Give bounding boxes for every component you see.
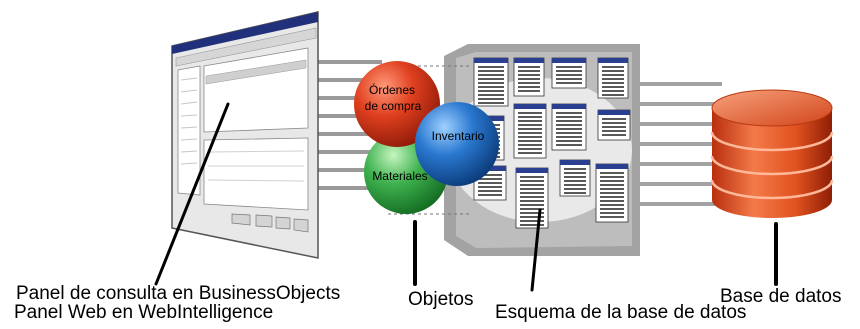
schema-table-header bbox=[560, 160, 590, 165]
database-caption: Base de datos bbox=[720, 286, 842, 307]
schema-table-header bbox=[552, 104, 586, 109]
database-icon bbox=[710, 89, 834, 218]
schema-table bbox=[559, 159, 591, 197]
schema-table-header bbox=[514, 58, 544, 63]
schema-table-header bbox=[598, 110, 630, 115]
inventario-label: Inventario bbox=[432, 129, 485, 143]
schema-table-header bbox=[598, 58, 628, 63]
schema-table bbox=[513, 57, 545, 97]
schema-table bbox=[513, 103, 547, 159]
schema-table bbox=[551, 103, 587, 151]
panel-caption-line1: Panel de consulta en BusinessObjects bbox=[16, 283, 341, 304]
schema-table-header bbox=[474, 58, 508, 63]
materiales-label: Materiales bbox=[372, 169, 427, 183]
schema-caption: Esquema de la base de datos bbox=[495, 302, 747, 323]
schema-table-header bbox=[596, 164, 628, 169]
ordenes-bubble bbox=[354, 61, 440, 147]
objects-caption: Objetos bbox=[408, 289, 474, 310]
schema-table bbox=[597, 57, 629, 99]
schema-table-header bbox=[514, 104, 546, 109]
pointer-lines bbox=[154, 102, 778, 292]
schema-table-header bbox=[516, 168, 548, 173]
panel-caption-line2: Panel Web en WebIntelligence bbox=[14, 302, 274, 323]
connector-stripes-right bbox=[636, 82, 722, 206]
connector-stripes-left bbox=[318, 60, 382, 190]
schema-table-header bbox=[552, 58, 586, 63]
ordenes-label-line1: Órdenes bbox=[369, 82, 415, 97]
ordenes-label-line2: de compra bbox=[365, 99, 422, 113]
schema-table bbox=[515, 167, 549, 229]
inventario-bubble bbox=[415, 102, 499, 186]
objects-bubbles: Órdenes de compra Inventario Materiales bbox=[354, 61, 499, 214]
query-panel-window bbox=[171, 11, 319, 259]
